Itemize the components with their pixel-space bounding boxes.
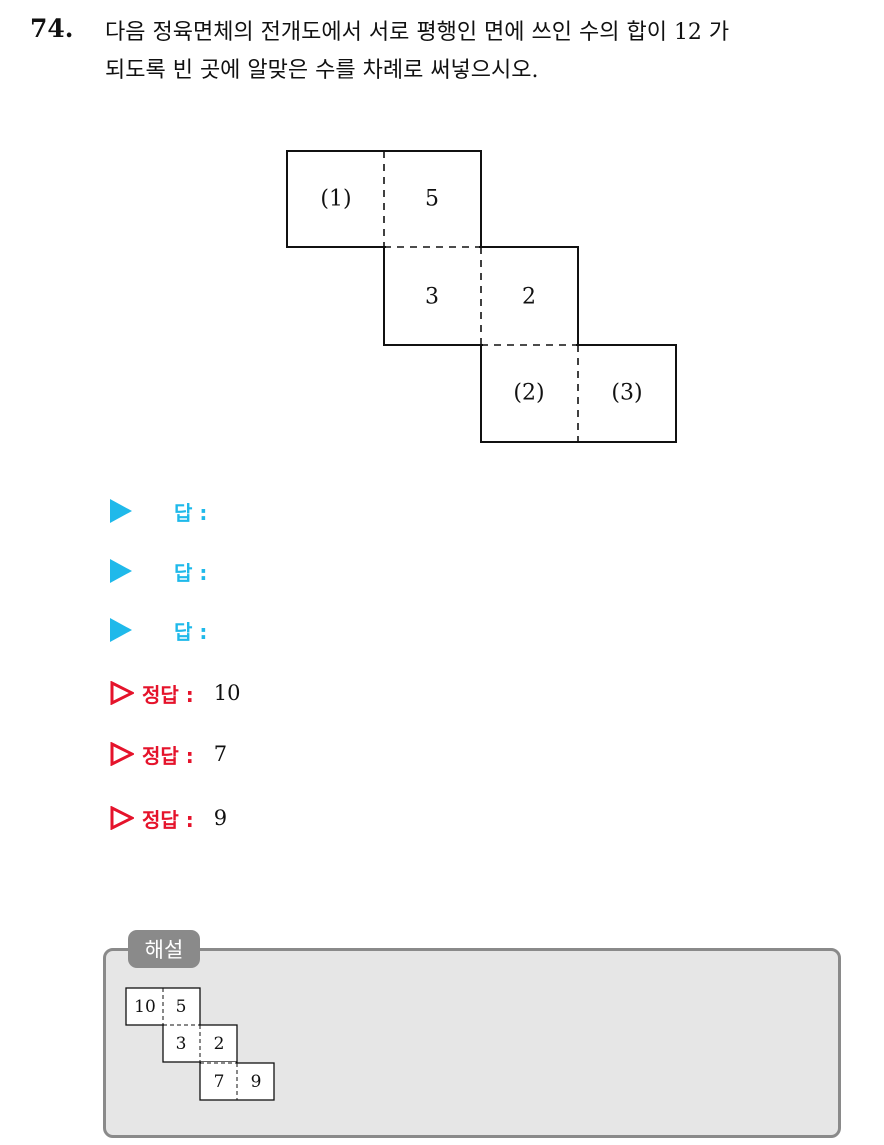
question-text-line2: 되도록 빈 곳에 알맞은 수를 차례로 써넣으시오. (105, 58, 539, 83)
answer-label: 답 : (174, 619, 208, 644)
net-cell-label: 3 (425, 285, 439, 310)
net-cell-label: (1) (320, 187, 351, 212)
question-text: 다음 정육면체의 전개도에서 서로 평행인 면에 쓰인 수의 합이 12 가 되… (105, 14, 875, 90)
solution-cell-label: 7 (214, 1072, 225, 1092)
solution-cell-label: 3 (176, 1034, 187, 1054)
answer-row: 답 : (110, 615, 207, 645)
key-value: 10 (213, 681, 241, 705)
solution-cell-label: 5 (176, 997, 187, 1017)
answer-label: 답 : (174, 560, 208, 585)
key-row: 정답 : 7 (110, 739, 227, 769)
net-cell-label: 5 (425, 187, 439, 212)
play-triangle-icon (110, 499, 132, 523)
net-cell-label: (2) (513, 381, 544, 406)
answer-label: 답 : (174, 500, 208, 525)
key-label: 정답 : (142, 807, 194, 832)
key-label: 정답 : (142, 743, 194, 768)
play-triangle-icon (110, 559, 132, 583)
key-value: 9 (213, 806, 228, 830)
play-triangle-icon (110, 618, 132, 642)
solution-cell-label: 10 (134, 997, 156, 1017)
key-row: 정답 : 10 (110, 678, 241, 708)
answer-row: 답 : (110, 496, 207, 526)
outline-triangle-icon (110, 742, 134, 766)
net-cell-label: (3) (611, 381, 642, 406)
solution-tab: 해설 (128, 930, 200, 968)
solution-cell-label: 9 (251, 1072, 262, 1092)
outline-triangle-icon (110, 681, 134, 705)
question-text-line1: 다음 정육면체의 전개도에서 서로 평행인 면에 쓰인 수의 합이 12 가 (105, 20, 730, 45)
question-number: 74. (30, 14, 74, 43)
cube-net-figure: (1) 5 3 2 (2) (3) (286, 150, 677, 443)
net-cell-label: 2 (522, 285, 536, 310)
outline-triangle-icon (110, 806, 134, 830)
key-value: 7 (213, 742, 228, 766)
answer-row: 답 : (110, 556, 207, 586)
key-label: 정답 : (142, 682, 194, 707)
solution-cell-label: 2 (214, 1034, 225, 1054)
key-row: 정답 : 9 (110, 803, 227, 833)
